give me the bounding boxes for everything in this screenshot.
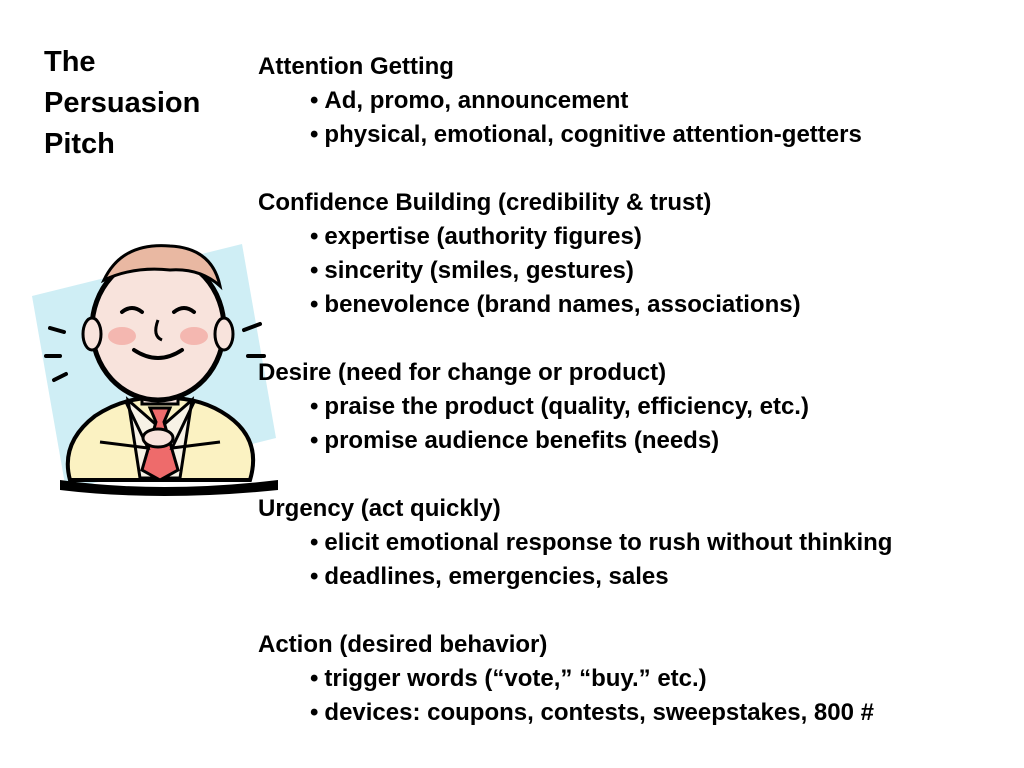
clipart-eye-left (120, 306, 144, 314)
bullet-item: •promise audience benefits (needs) (310, 424, 1018, 458)
bullet-item: •Ad, promo, announcement (310, 84, 1018, 118)
bullet-text: elicit emotional response to rush withou… (324, 529, 893, 556)
clipart-shadow (60, 480, 278, 496)
bullet-text: physical, emotional, cognitive attention… (324, 121, 862, 148)
bullet-list: •praise the product (quality, efficiency… (258, 390, 1018, 458)
bullet-mark: • (310, 529, 319, 556)
clipart-cheek (180, 327, 208, 345)
section-heading: Urgency (act quickly) (258, 495, 501, 522)
clipart-smile (132, 348, 184, 360)
smiling-businessman-clipart-icon (32, 244, 278, 496)
bullet-item: •benevolence (brand names, associations) (310, 288, 1018, 322)
bullet-list: •elicit emotional response to rush witho… (258, 526, 1018, 594)
bullet-mark: • (310, 393, 319, 420)
clipart-nose (154, 319, 163, 342)
bullet-mark: • (310, 291, 319, 318)
bullet-item: •deadlines, emergencies, sales (310, 560, 1018, 594)
bullet-text: benevolence (brand names, associations) (324, 291, 801, 318)
bullet-mark: • (310, 665, 319, 692)
bullet-list: •trigger words (“vote,” “buy.” etc.) •de… (258, 662, 1018, 730)
section-confidence-building: Confidence Building (credibility & trust… (258, 186, 1018, 322)
title-line: Pitch (44, 128, 115, 160)
clipart-hand (141, 427, 175, 449)
bullet-item: •expertise (authority figures) (310, 220, 1018, 254)
section-urgency: Urgency (act quickly) •elicit emotional … (258, 492, 1018, 594)
title-line: The (44, 46, 96, 78)
bullet-text: sincerity (smiles, gestures) (324, 257, 634, 284)
bullet-mark: • (310, 257, 319, 284)
bullet-text: trigger words (“vote,” “buy.” etc.) (324, 665, 707, 692)
clipart-lapel-right (169, 399, 221, 450)
title-line: Persuasion (44, 87, 201, 119)
clipart-eye-right (172, 306, 196, 314)
section-action: Action (desired behavior) •trigger words… (258, 628, 1018, 730)
bullet-text: deadlines, emergencies, sales (324, 563, 669, 590)
bullet-item: •devices: coupons, contests, sweepstakes… (310, 696, 1018, 730)
clipart-excitement-marks (44, 322, 266, 382)
section-heading: Confidence Building (credibility & trust… (258, 189, 712, 216)
clipart-cheek (108, 327, 136, 345)
bullet-text: expertise (authority figures) (324, 223, 642, 250)
bullet-item: •physical, emotional, cognitive attentio… (310, 118, 1018, 152)
section-attention-getting: Attention Getting •Ad, promo, announceme… (258, 50, 1018, 152)
clipart-ear-left (81, 316, 103, 352)
bullet-text: praise the product (quality, efficiency,… (324, 393, 809, 420)
clipart-hair (100, 244, 223, 291)
bullet-mark: • (310, 699, 319, 726)
bullet-text: devices: coupons, contests, sweepstakes,… (324, 699, 874, 726)
section-desire: Desire (need for change or product) •pra… (258, 356, 1018, 458)
bullet-mark: • (310, 87, 319, 114)
section-heading: Action (desired behavior) (258, 631, 548, 658)
clipart-ear-right (213, 316, 235, 352)
bullet-mark: • (310, 121, 319, 148)
clipart-lapel-left (99, 399, 151, 450)
bullet-mark: • (310, 223, 319, 250)
bullet-list: •Ad, promo, announcement •physical, emot… (258, 84, 1018, 152)
bullet-item: •trigger words (“vote,” “buy.” etc.) (310, 662, 1018, 696)
bullet-mark: • (310, 563, 319, 590)
bullet-item: •sincerity (smiles, gestures) (310, 254, 1018, 288)
bullet-mark: • (310, 427, 319, 454)
bullet-list: •expertise (authority figures) •sincerit… (258, 220, 1018, 322)
bullet-item: •praise the product (quality, efficiency… (310, 390, 1018, 424)
slide-title: The Persuasion Pitch (44, 42, 244, 165)
bullet-text: Ad, promo, announcement (324, 87, 629, 114)
bullet-text: promise audience benefits (needs) (324, 427, 720, 454)
section-heading: Desire (need for change or product) (258, 359, 667, 386)
bullet-item: •elicit emotional response to rush witho… (310, 526, 1018, 560)
slide-body: Attention Getting •Ad, promo, announceme… (258, 50, 1018, 764)
section-heading: Attention Getting (258, 53, 454, 80)
